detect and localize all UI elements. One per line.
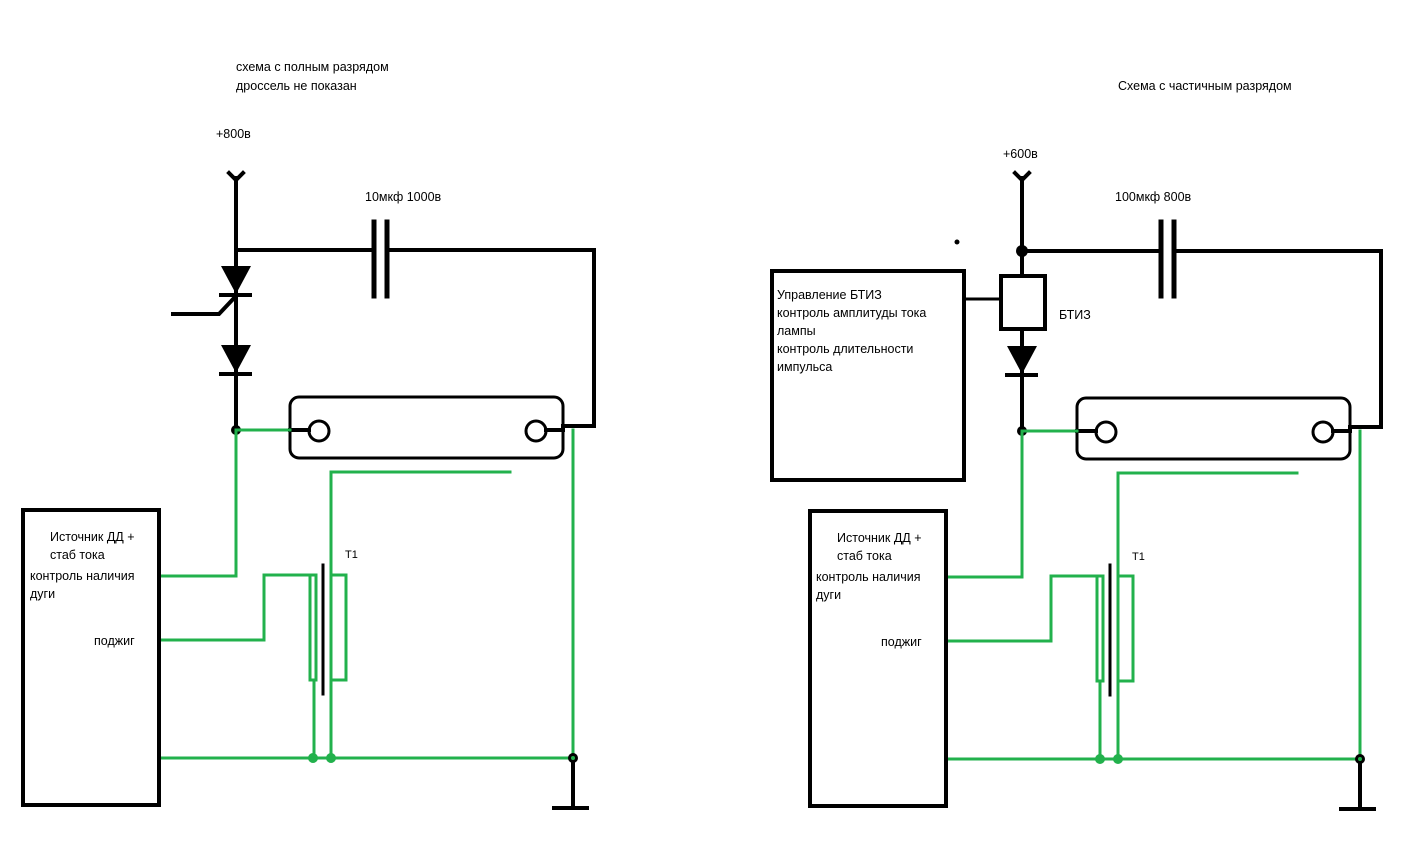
left-scheme: схема с полным разрядом дроссель не пока…	[21, 60, 596, 810]
control-line1: Управление БТИЗ	[777, 288, 882, 302]
right-source-line4: дуги	[816, 588, 841, 602]
right-diode-icon	[1005, 346, 1038, 377]
left-cap-wire-out	[385, 248, 596, 428]
right-flash-lamp-icon	[1075, 396, 1352, 461]
left-capacitor-label: 10мкф 1000в	[365, 190, 442, 204]
right-transformer-icon	[1095, 563, 1135, 697]
right-igbt-label: БТИЗ	[1059, 308, 1091, 322]
control-line3: лампы	[777, 324, 816, 338]
left-ignition-label: поджиг	[94, 634, 135, 648]
right-source-block: Источник ДД + стаб тока контроль наличия…	[808, 509, 948, 808]
right-capacitor-icon	[1158, 219, 1177, 299]
control-line2: контроль амплитуды тока	[777, 306, 926, 320]
right-supply-label: +600в	[1003, 147, 1038, 161]
left-source-block: Источник ДД + стаб тока контроль наличия…	[21, 508, 161, 807]
left-flash-lamp-icon	[288, 395, 565, 460]
right-igbt-icon	[963, 274, 1047, 433]
stray-dot	[954, 239, 960, 245]
left-title-line2: дроссель не показан	[236, 79, 357, 93]
left-thyristor-icon	[171, 266, 252, 316]
left-capacitor-icon	[371, 219, 390, 299]
right-cap-wire-out	[1172, 249, 1383, 429]
right-transformer-label: T1	[1132, 551, 1145, 563]
right-ignition-label: поджиг	[881, 635, 922, 649]
left-source-line3: контроль наличия	[30, 569, 135, 583]
left-transformer-label: T1	[345, 549, 358, 561]
left-green-wiring	[158, 428, 575, 763]
right-green-wiring	[944, 429, 1362, 764]
left-supply-label: +800в	[216, 127, 251, 141]
left-source-line4: дуги	[30, 587, 55, 601]
left-supply-terminal-icon	[226, 170, 246, 432]
left-ground-icon	[552, 753, 589, 810]
left-title-line1: схема с полным разрядом	[236, 60, 389, 74]
control-line4: контроль длительности	[777, 342, 913, 356]
right-ground-icon	[1339, 754, 1376, 811]
right-supply-terminal-icon	[1012, 170, 1032, 277]
left-source-line1: Источник ДД +	[50, 530, 135, 544]
right-source-line1: Источник ДД +	[837, 531, 922, 545]
right-source-line2: стаб тока	[837, 549, 892, 563]
control-line5: импульса	[777, 360, 832, 374]
left-source-line2: стаб тока	[50, 548, 105, 562]
left-diode-icon	[219, 345, 252, 376]
right-scheme: Схема с частичным разрядом +600в 100мкф …	[770, 79, 1383, 811]
right-capacitor-label: 100мкф 800в	[1115, 190, 1192, 204]
right-source-line3: контроль наличия	[816, 570, 921, 584]
left-transformer-icon	[308, 563, 348, 696]
right-title: Схема с частичным разрядом	[1118, 79, 1292, 93]
right-control-block: Управление БТИЗ контроль амплитуды тока …	[770, 269, 966, 482]
